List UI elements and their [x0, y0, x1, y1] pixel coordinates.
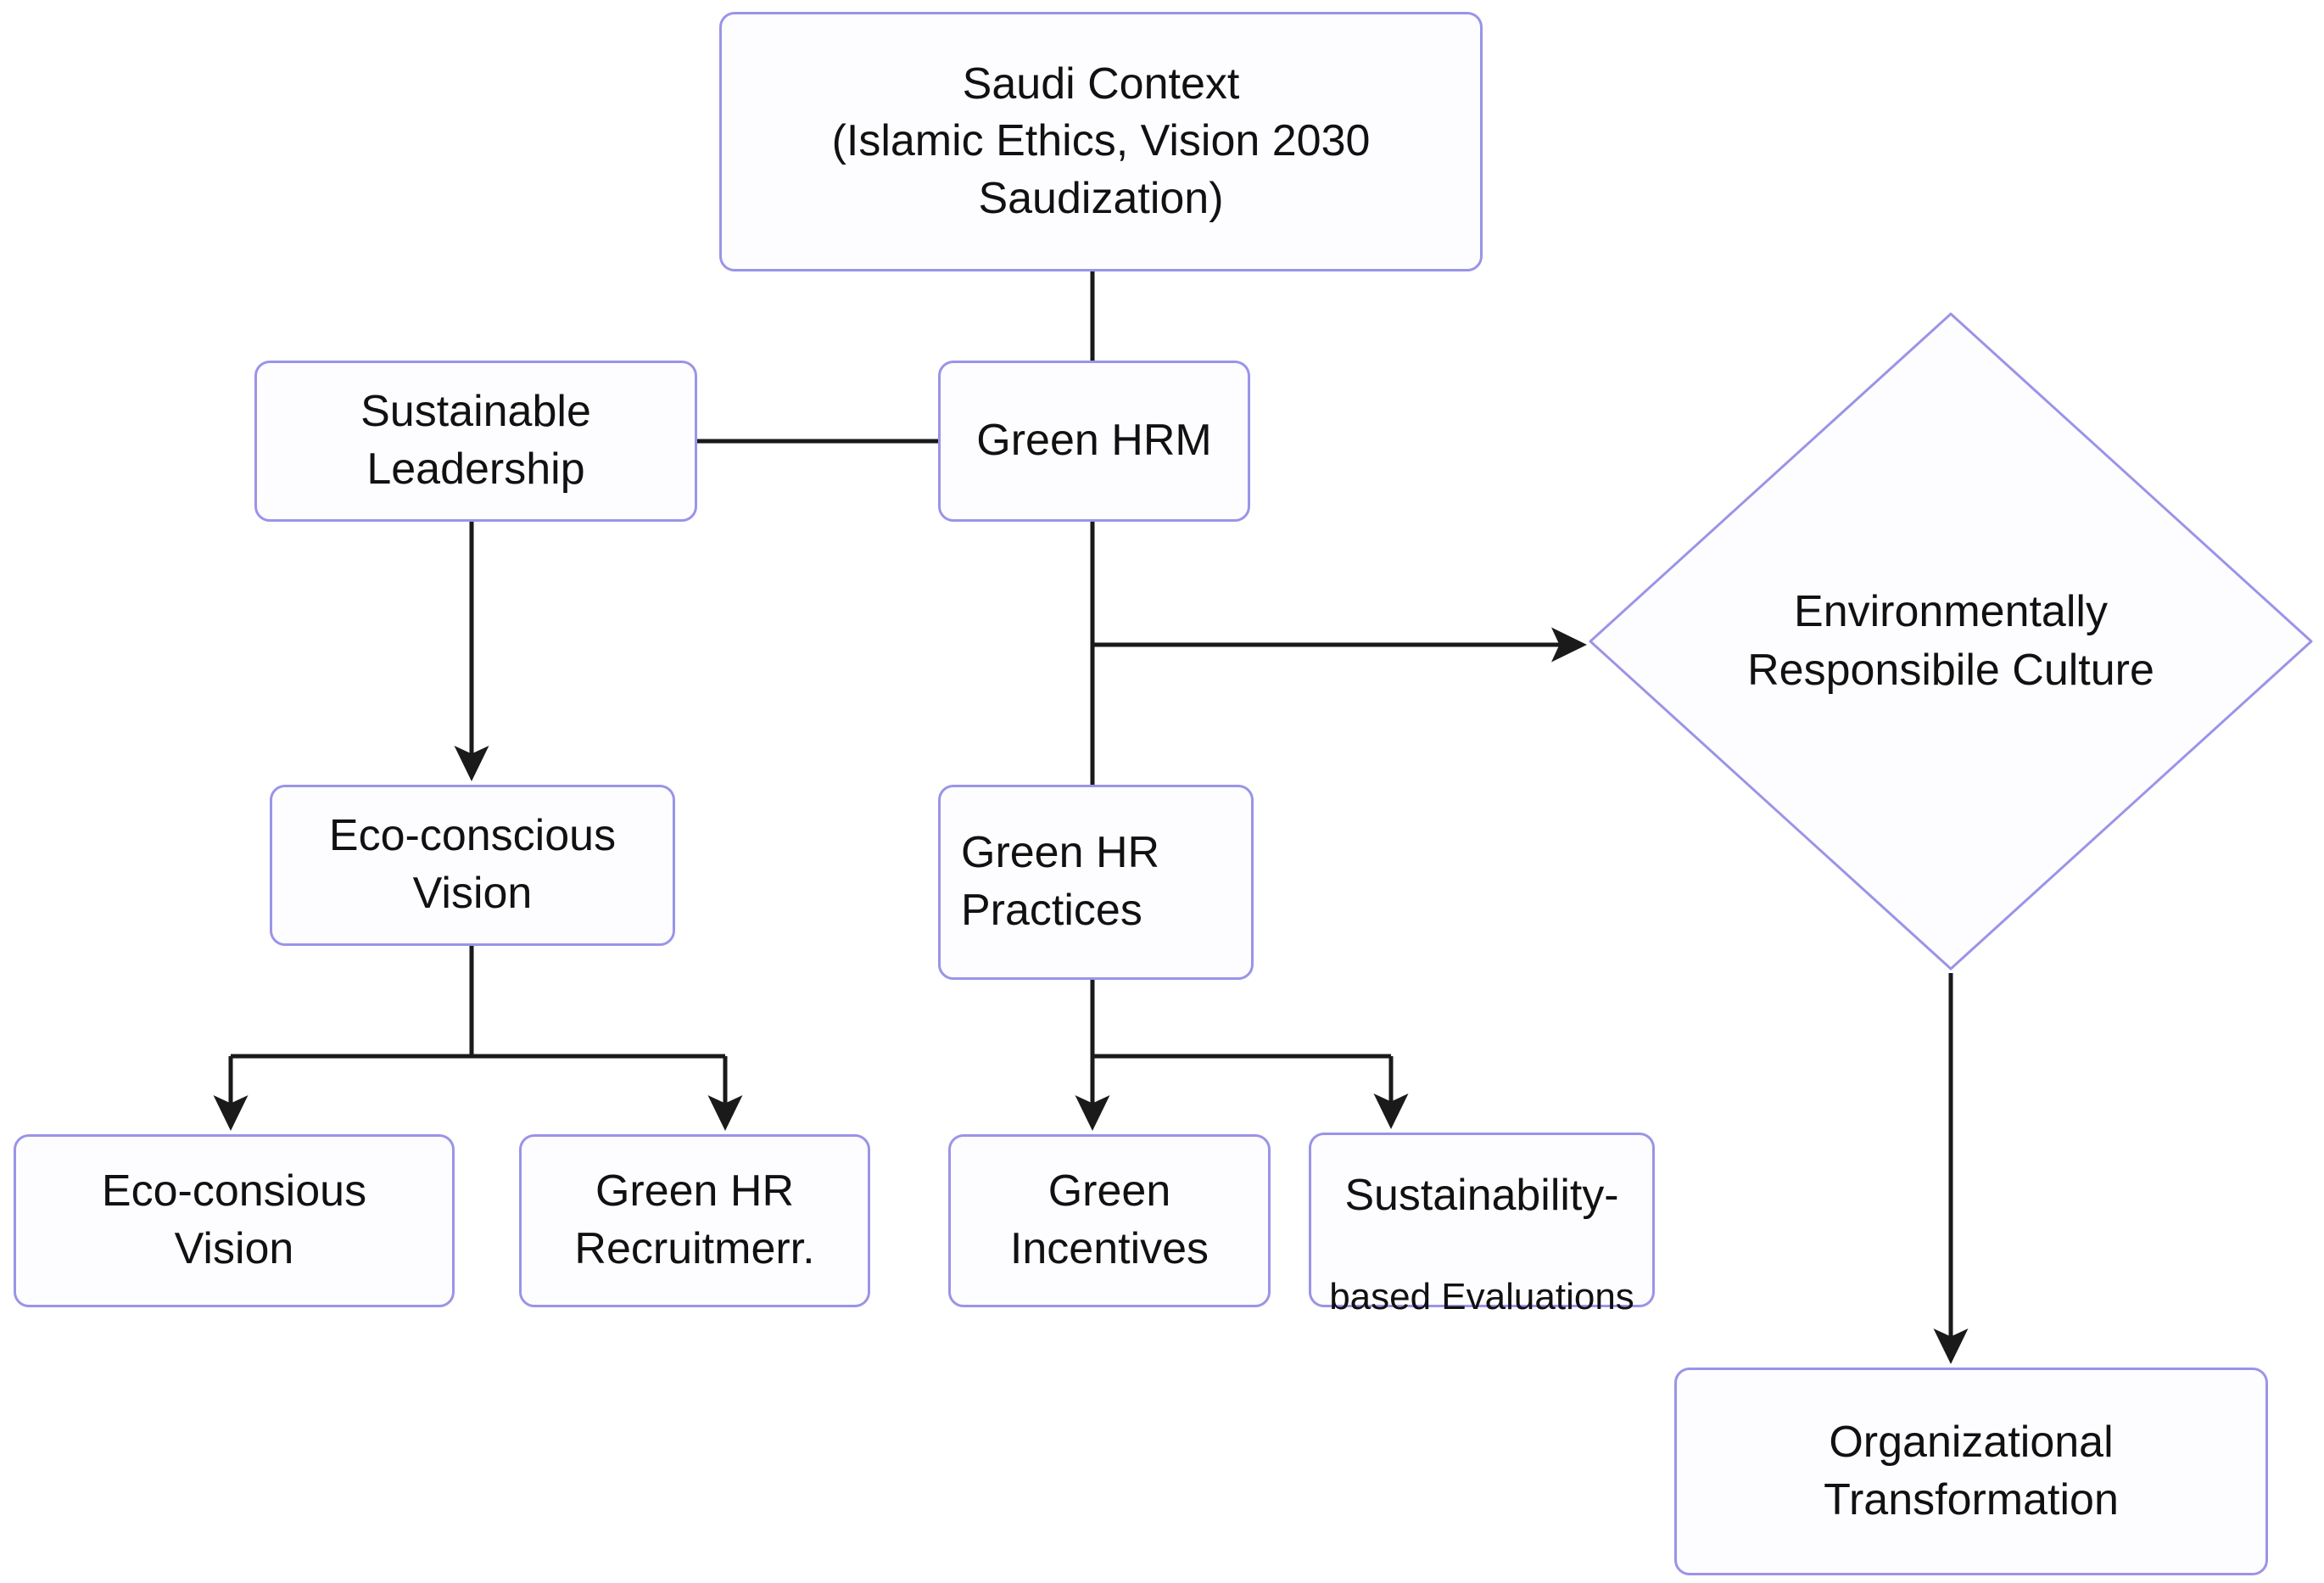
node-sustainability-evaluations-line1: Sustainability-	[1344, 1170, 1619, 1220]
diamond-shape-icon	[1589, 312, 2313, 970]
node-eco-conscious-vision-mid[interactable]: Eco-conscious Vision	[270, 785, 675, 946]
node-sustainability-evaluations-label-wrap: Sustainability- based Evaluations	[1329, 1118, 1634, 1321]
node-environmentally-responsible-culture-label: Environmentally Responsibile Culture	[1747, 587, 2154, 695]
node-organizational-transformation[interactable]: Organizational Transformation	[1674, 1368, 2268, 1575]
node-organizational-transformation-label: Organizational Transformation	[1824, 1417, 2119, 1524]
node-saudi-context-label: Saudi Context (Islamic Ethics, Vision 20…	[831, 59, 1371, 223]
node-green-hr-practices-label: Green HR Practices	[961, 828, 1160, 935]
node-green-incentives[interactable]: Green Incentives	[948, 1134, 1271, 1307]
node-green-incentives-label: Green Incentives	[1009, 1166, 1209, 1273]
node-green-hrm[interactable]: Green HRM	[938, 361, 1250, 522]
node-environmentally-responsible-culture[interactable]: Environmentally Responsibile Culture	[1586, 310, 2316, 973]
node-green-hrm-label: Green HRM	[976, 416, 1212, 466]
node-sustainable-leadership-label: Sustainable Leadership	[360, 387, 591, 494]
node-green-hr-recruitment-label: Green HR Recruitmerr.	[574, 1166, 815, 1273]
node-eco-conscious-vision-mid-label: Eco-conscious Vision	[328, 811, 617, 918]
node-saudi-context[interactable]: Saudi Context (Islamic Ethics, Vision 20…	[719, 12, 1483, 271]
node-sustainable-leadership[interactable]: Sustainable Leadership	[254, 361, 697, 522]
node-sustainability-evaluations-line2: based Evaluations	[1329, 1276, 1634, 1318]
node-green-hr-practices[interactable]: Green HR Practices	[938, 785, 1254, 980]
node-green-hr-recruitment[interactable]: Green HR Recruitmerr.	[519, 1134, 870, 1307]
node-eco-consious-vision-leaf-label: Eco-consious Vision	[101, 1166, 367, 1273]
node-eco-consious-vision-leaf[interactable]: Eco-consious Vision	[14, 1134, 455, 1307]
node-sustainability-based-evaluations[interactable]: Sustainability- based Evaluations	[1309, 1133, 1655, 1317]
